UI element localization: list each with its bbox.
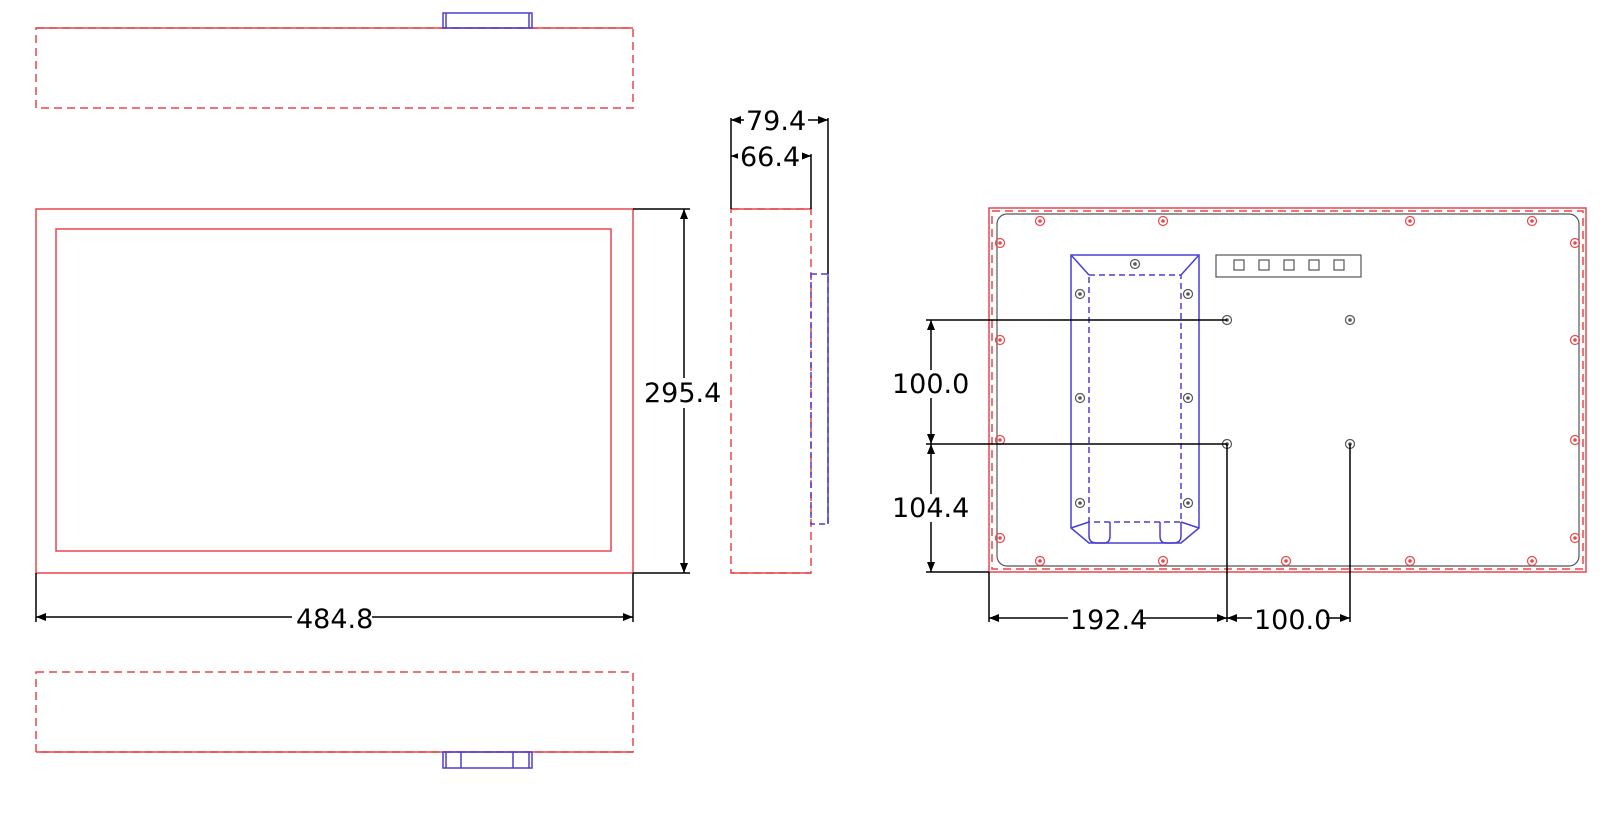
perimeter-screw <box>1404 215 1416 227</box>
height-dimension: 295.4 <box>633 208 728 574</box>
control-button-1 <box>1233 259 1245 271</box>
vesa-vertical-dimensions: 100.0 104.4 <box>890 319 1227 573</box>
control-button-3 <box>1283 259 1295 271</box>
front-view <box>35 208 634 574</box>
perimeter-screw <box>1526 555 1538 567</box>
top-view <box>35 12 634 109</box>
bottom-view <box>35 671 634 769</box>
vesa-vertical-label: 100.0 <box>892 369 969 400</box>
side-bracket <box>810 273 829 525</box>
mounting-bracket <box>1070 254 1200 544</box>
bottom-view-bracket <box>442 751 533 769</box>
rear-view <box>988 207 1587 573</box>
bracket-screw <box>1074 392 1086 404</box>
overall-height-label: 295.4 <box>644 378 721 409</box>
perimeter-screw <box>1157 555 1169 567</box>
perimeter-screw <box>1404 555 1416 567</box>
perimeter-screw <box>1526 215 1538 227</box>
depth-dimensions: 79.4 66.4 <box>730 106 829 274</box>
bracket-screws <box>1074 258 1194 509</box>
bracket-screw <box>1074 497 1086 509</box>
bracket-screw <box>1182 288 1194 300</box>
display-area <box>55 228 612 552</box>
perimeter-screw <box>1157 215 1169 227</box>
bracket-screw <box>1129 258 1141 270</box>
bracket-screw <box>1182 497 1194 509</box>
vesa-horizontal-label: 100.0 <box>1254 605 1331 636</box>
top-view-bracket <box>442 12 533 29</box>
control-button-4 <box>1308 259 1320 271</box>
bottom-to-vesa-label: 104.4 <box>892 493 969 524</box>
perimeter-screw <box>994 334 1006 346</box>
perimeter-screw <box>1569 532 1581 544</box>
side-view <box>730 208 829 574</box>
perimeter-screw <box>994 237 1006 249</box>
bracket-screw <box>1182 392 1194 404</box>
width-dimension: 484.8 <box>35 573 634 635</box>
perimeter-screw <box>1569 334 1581 346</box>
body-depth-label: 66.4 <box>740 142 800 173</box>
vesa-holes <box>1221 314 1356 450</box>
control-button-5 <box>1333 259 1345 271</box>
perimeter-screw <box>1569 237 1581 249</box>
perimeter-screw <box>1034 215 1046 227</box>
perimeter-screws <box>994 215 1581 567</box>
left-to-vesa-label: 192.4 <box>1070 605 1147 636</box>
perimeter-screw <box>1569 434 1581 446</box>
control-button-2 <box>1258 259 1270 271</box>
perimeter-screw <box>1280 555 1292 567</box>
vesa-horizontal-dimensions: 192.4 100.0 <box>988 444 1351 636</box>
overall-width-label: 484.8 <box>296 604 373 635</box>
control-button-panel <box>1215 254 1362 278</box>
perimeter-screw <box>994 532 1006 544</box>
perimeter-screw <box>1034 555 1046 567</box>
bracket-screw <box>1074 288 1086 300</box>
total-depth-label: 79.4 <box>746 106 806 137</box>
